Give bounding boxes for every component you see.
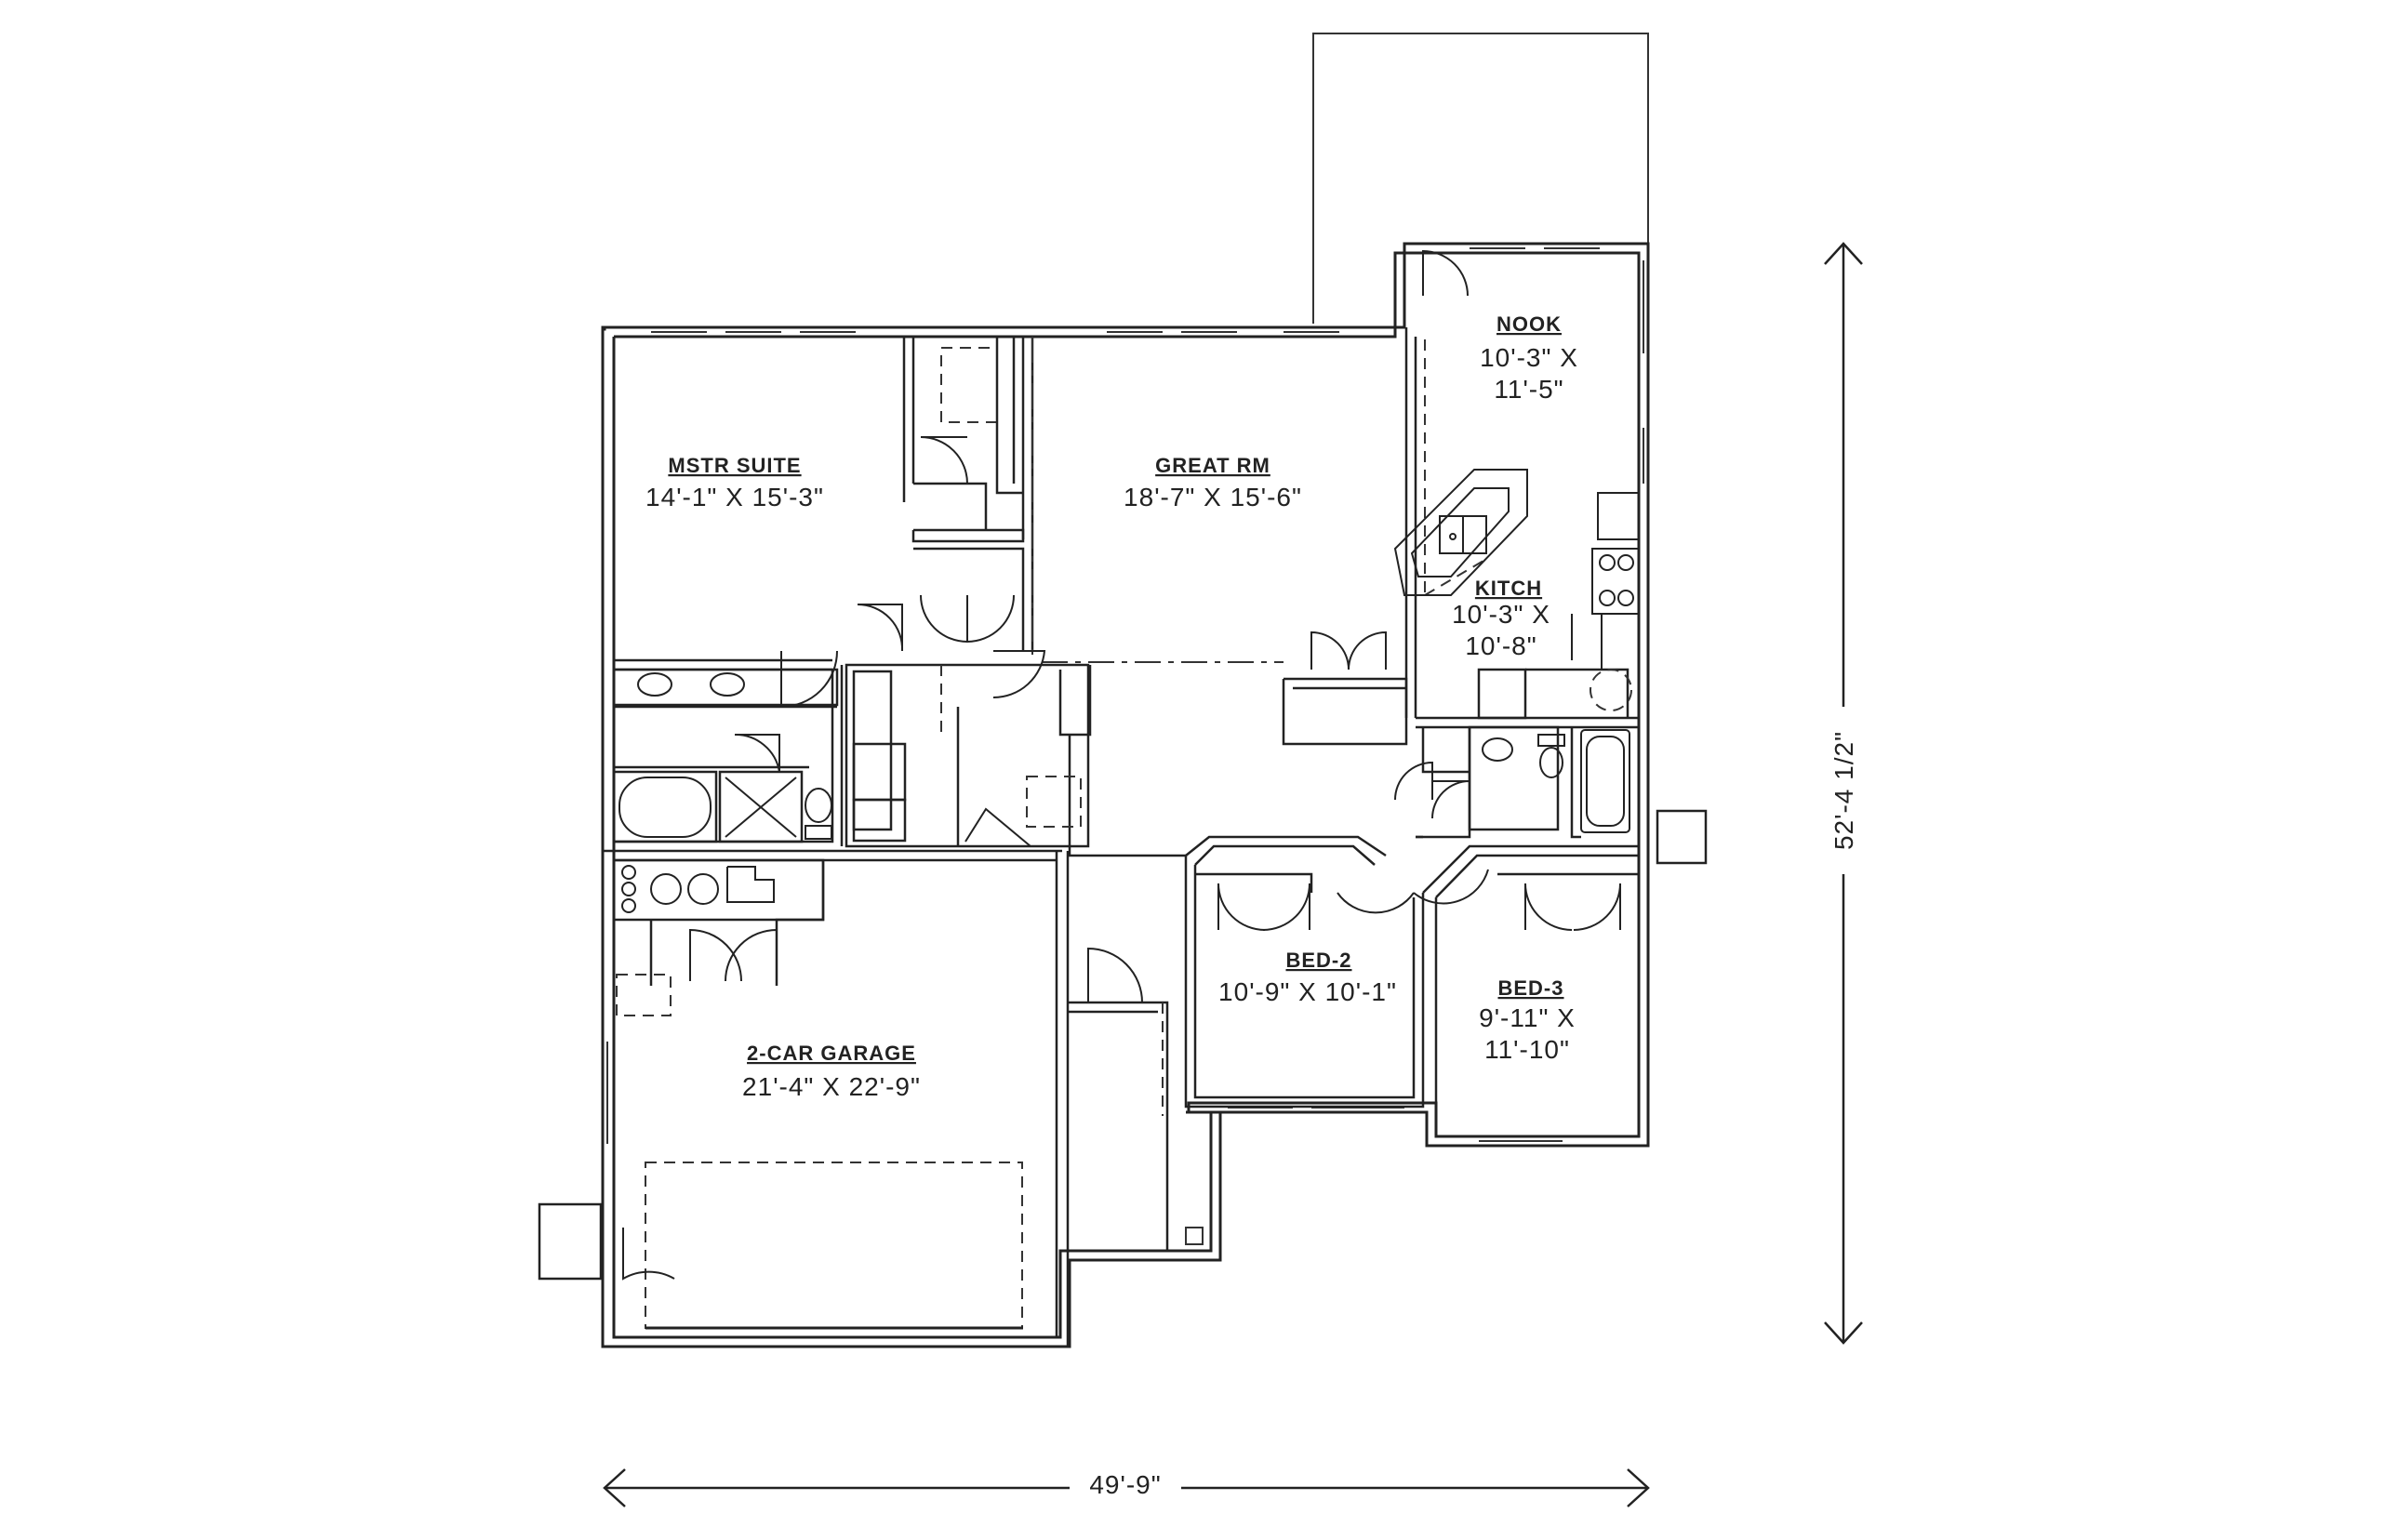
- exterior-pads: [538, 809, 1708, 1281]
- bath-fixtures: [619, 672, 1625, 840]
- nook-size-line2: 11'-5": [1494, 375, 1563, 404]
- garage-size: 21'-4" X 22'-9": [742, 1072, 921, 1101]
- kitchen-island: [1393, 469, 1640, 711]
- nook-size-line1: 10'-3" X: [1480, 343, 1578, 372]
- master-suite-name: MSTR SUITE: [668, 454, 801, 477]
- nook-name: NOOK: [1496, 312, 1562, 336]
- interior-walls: [603, 327, 1639, 1347]
- width-dimension: 49'-9": [603, 1468, 1650, 1507]
- great-room-size: 18'-7" X 15'-6": [1124, 483, 1302, 511]
- depth-dimension-label: 52'-4 1/2": [1829, 731, 1858, 850]
- bed3-name: BED-3: [1497, 976, 1563, 1000]
- garage-name: 2-CAR GARAGE: [747, 1042, 916, 1065]
- laundry-fixtures: [621, 865, 775, 913]
- bed3-size-line1: 9'-11" X: [1479, 1003, 1576, 1032]
- kitchen-size-line1: 10'-3" X: [1452, 600, 1550, 629]
- bed2-name: BED-2: [1285, 949, 1351, 972]
- bed3-size-line2: 11'-10": [1484, 1035, 1570, 1064]
- width-dimension-label: 49'-9": [1089, 1470, 1161, 1499]
- room-labels: MSTR SUITE 14'-1" X 15'-3" GREAT RM 18'-…: [645, 312, 1578, 1101]
- exterior-walls: [601, 33, 1650, 1348]
- depth-dimension: 52'-4 1/2": [1824, 242, 1863, 1345]
- kitchen-name: KITCH: [1475, 577, 1542, 600]
- kitchen-size-line2: 10'-8": [1465, 631, 1536, 660]
- reference-lines: [616, 337, 1489, 1116]
- bed2-size: 10'-9" X 10'-1": [1218, 977, 1397, 1006]
- master-suite-size: 14'-1" X 15'-3": [645, 483, 824, 511]
- great-room-name: GREAT RM: [1155, 454, 1270, 477]
- doors: [622, 249, 1621, 1281]
